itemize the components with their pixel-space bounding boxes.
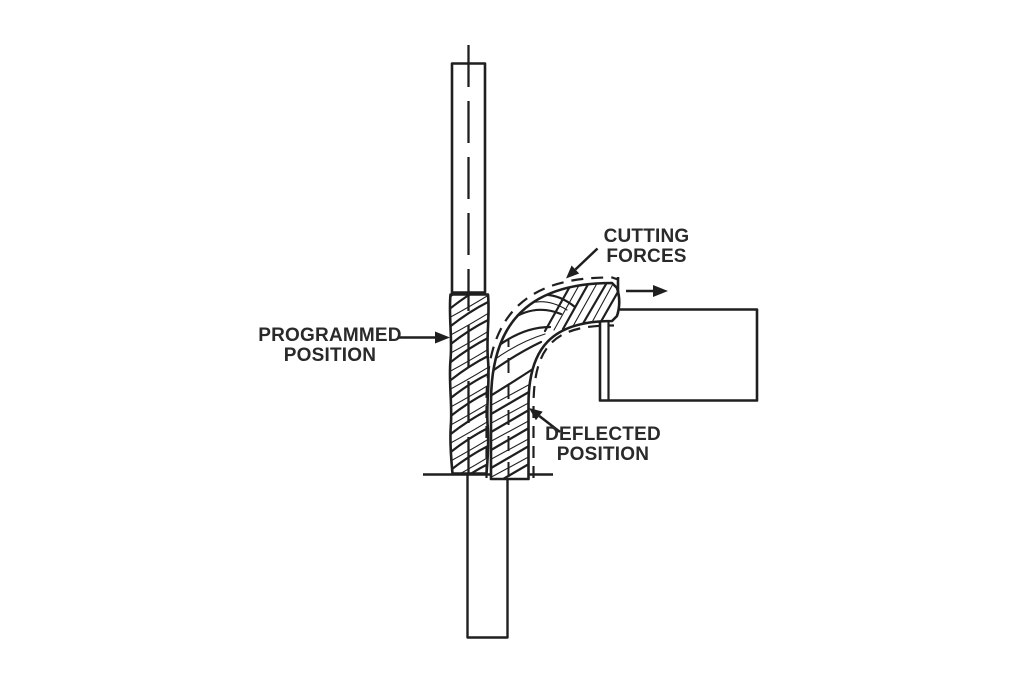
label-deflected-position-line2: POSITION	[556, 444, 650, 465]
label-programmed-position-line2: POSITION	[283, 345, 377, 366]
workpiece	[598, 277, 759, 402]
programmed-position-arrow	[399, 331, 450, 344]
cutting-forces-arrow	[566, 247, 599, 279]
label-deflected-position-line1: DEFLECTED	[545, 424, 661, 445]
deflected-position-arrow	[529, 408, 561, 433]
label-deflected-position: DEFLECTED POSITION	[533, 425, 673, 465]
cutting-direction-arrow	[626, 285, 668, 297]
label-cutting-forces-line1: CUTTING	[603, 226, 690, 247]
label-cutting-forces: CUTTING FORCES	[576, 227, 717, 267]
label-programmed-position-line1: PROGRAMMED	[258, 325, 402, 346]
label-cutting-forces-line2: FORCES	[606, 246, 687, 267]
machined-slot	[466, 474, 509, 639]
deflected-position-outline	[485, 276, 619, 478]
label-programmed-position: PROGRAMMED POSITION	[245, 326, 415, 366]
workpiece-outline	[598, 308, 759, 402]
